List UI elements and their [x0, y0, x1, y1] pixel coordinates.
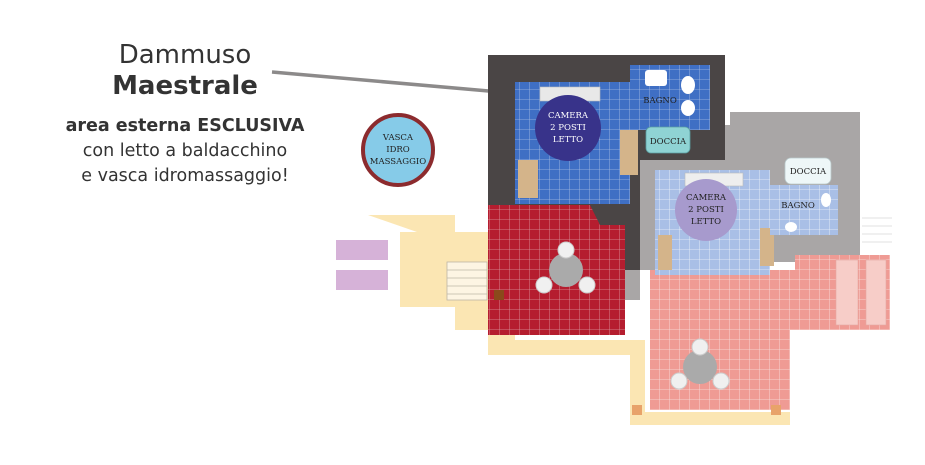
- caption-desc-1: area esterna ESCLUSIVA: [65, 116, 305, 136]
- toilet-1: [681, 76, 695, 94]
- camera-1-label-2: 2 POSTI: [550, 123, 586, 133]
- camera-2-label-1: CAMERA: [686, 193, 727, 203]
- vasca-label-1: VASCA: [382, 133, 414, 143]
- lamp-2: [632, 405, 642, 415]
- caption-title: Dammuso: [118, 40, 252, 70]
- caption-subtitle: Maestrale: [112, 71, 258, 101]
- door-1: [518, 160, 538, 198]
- caption-desc-3: e vasca idromassaggio!: [81, 166, 289, 186]
- camera-1-label-3: LETTO: [553, 135, 583, 145]
- bagno-2-label: BAGNO: [781, 201, 815, 211]
- sink-2: [785, 222, 797, 232]
- caption-description: area esterna ESCLUSIVA con letto a balda…: [40, 114, 330, 189]
- vasca-idromassaggio: VASCA IDRO MASSAGGIO: [361, 113, 435, 187]
- doccia-1: [645, 126, 691, 154]
- caption-desc-2: con letto a baldacchino: [82, 141, 288, 161]
- lamp-1: [494, 290, 504, 300]
- doccia-2: [784, 157, 832, 185]
- doccia-2-label: DOCCIA: [790, 167, 827, 177]
- door-2: [620, 130, 638, 175]
- doccia-1-label: DOCCIA: [650, 137, 687, 147]
- railing: [862, 217, 892, 243]
- camera-2-circle: [675, 179, 737, 241]
- toilet-2: [821, 193, 831, 207]
- camera-1-label-1: CAMERA: [548, 111, 589, 121]
- camera-2-label-3: LETTO: [691, 217, 721, 227]
- lounger-3: [835, 259, 859, 326]
- sink-1: [645, 70, 667, 86]
- lounger-2: [336, 270, 388, 290]
- door-3: [658, 235, 672, 270]
- caption-block: Dammuso Maestrale area esterna ESCLUSIVA…: [40, 40, 330, 189]
- patio-table-1: [535, 241, 596, 294]
- bidet-1: [681, 100, 695, 116]
- pointer-arrow: [271, 70, 502, 97]
- camera-2-label-2: 2 POSTI: [688, 205, 724, 215]
- bagno-1-label: BAGNO: [643, 96, 677, 106]
- door-4: [760, 228, 774, 266]
- lounger-4: [865, 259, 887, 326]
- steps: [446, 261, 488, 301]
- vasca-label-3: MASSAGGIO: [370, 157, 426, 167]
- vasca-label-2: IDRO: [386, 145, 410, 155]
- lamp-3: [771, 405, 781, 415]
- lounger-1: [336, 240, 388, 260]
- bagno-1-floor: [630, 65, 710, 130]
- camera-1-circle: [535, 95, 601, 161]
- patio-table-2: [670, 338, 730, 390]
